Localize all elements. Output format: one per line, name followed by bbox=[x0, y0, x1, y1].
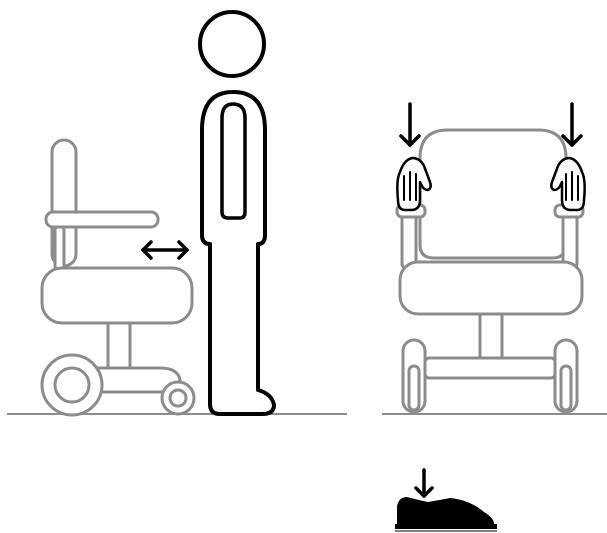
base-front bbox=[423, 356, 557, 380]
person-icon bbox=[198, 10, 276, 416]
shoe-icon bbox=[395, 497, 497, 532]
backrest-front bbox=[418, 128, 568, 260]
shoe-panel bbox=[395, 468, 497, 532]
person-body bbox=[200, 90, 276, 416]
armrest-post bbox=[53, 225, 66, 271]
wheelchair-side-icon bbox=[40, 138, 196, 417]
double-arrow-icon bbox=[141, 240, 189, 260]
wheelchair-front-icon bbox=[395, 128, 585, 414]
column-front bbox=[478, 312, 504, 360]
down-arrow-icon bbox=[399, 102, 421, 147]
down-arrow-icon bbox=[414, 468, 434, 498]
front-wheel-hub bbox=[168, 388, 188, 408]
wheel-right-inner bbox=[559, 364, 573, 412]
side-view-panel bbox=[7, 10, 347, 417]
hand-icon bbox=[550, 156, 586, 212]
seat-front bbox=[398, 260, 584, 316]
person-head bbox=[198, 10, 266, 78]
seat-column bbox=[106, 321, 132, 370]
armrest bbox=[44, 210, 160, 229]
rear-wheel-hub bbox=[53, 366, 91, 404]
hand-icon bbox=[396, 156, 432, 212]
person-arm bbox=[220, 102, 247, 220]
wheel-left-inner bbox=[407, 364, 421, 412]
front-view-panel bbox=[382, 102, 607, 415]
seat-cushion bbox=[40, 266, 194, 325]
down-arrow-icon bbox=[561, 102, 583, 147]
